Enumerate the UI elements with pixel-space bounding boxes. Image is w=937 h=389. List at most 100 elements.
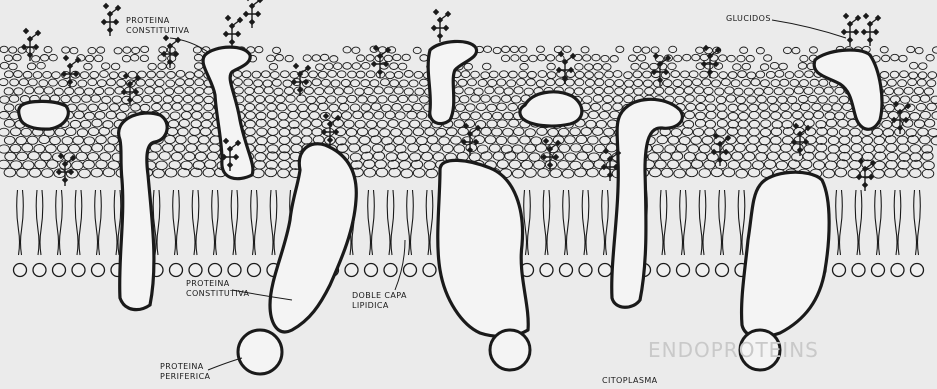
lipid-head xyxy=(267,111,277,119)
lipid-head xyxy=(191,120,201,128)
lipid-head xyxy=(337,71,346,78)
lipid-head xyxy=(57,144,68,152)
lipid-head xyxy=(925,119,935,127)
lipid-head xyxy=(205,160,216,169)
lipid-tail xyxy=(840,190,843,255)
lipid-tail xyxy=(586,190,589,255)
lipid-head xyxy=(97,47,105,53)
lipid-head xyxy=(634,88,643,95)
lipid-head xyxy=(559,144,570,152)
lipid-head xyxy=(592,127,602,135)
lipid-head xyxy=(278,169,290,178)
lipid-head xyxy=(301,120,311,128)
lipid-head xyxy=(517,79,526,86)
lipid-head xyxy=(774,88,783,95)
lipid-head xyxy=(378,96,387,103)
lipid-head xyxy=(92,119,102,127)
lipid-head xyxy=(13,54,21,61)
proteins xyxy=(19,41,882,374)
lipid-head xyxy=(805,71,814,78)
lipid-head xyxy=(303,55,311,62)
lipid-head xyxy=(471,71,480,78)
lipid-head xyxy=(571,144,582,152)
glucidos-unit xyxy=(562,75,568,81)
lipid-head xyxy=(737,55,745,62)
lipid-head xyxy=(174,87,183,94)
lipid-head xyxy=(339,103,349,111)
lipid-head xyxy=(615,80,624,87)
lipid-head xyxy=(307,96,316,103)
lipid-head xyxy=(14,71,23,78)
lipid-head xyxy=(172,103,182,111)
lipid-head xyxy=(511,96,520,103)
lipid-head xyxy=(657,136,668,144)
lipid-head xyxy=(297,95,306,102)
lipid-head xyxy=(683,120,693,128)
lipid-head xyxy=(54,88,63,95)
lipid-head xyxy=(325,63,333,70)
lipid-head xyxy=(875,152,886,160)
lipid-head xyxy=(44,87,53,94)
lipid-head xyxy=(613,71,622,78)
lipid-tail xyxy=(567,190,570,255)
lipid-head xyxy=(21,128,31,136)
lipid-head xyxy=(918,128,928,136)
lipid-tail xyxy=(251,190,254,255)
lipid-head xyxy=(495,87,504,94)
lipid-head xyxy=(19,79,28,86)
lipid-head xyxy=(95,55,103,62)
lipid-head xyxy=(737,136,748,144)
lipid-head xyxy=(403,104,413,112)
lipid-head xyxy=(915,47,923,53)
lipid-head xyxy=(0,128,9,136)
lipid-head xyxy=(492,128,502,136)
lipid-head xyxy=(685,95,694,102)
lipid-head xyxy=(40,152,51,160)
glucidos-unit xyxy=(323,113,329,119)
lipid-head xyxy=(624,87,633,94)
glucidos-unit xyxy=(707,69,713,75)
lipid-head xyxy=(112,96,121,103)
lipid-head xyxy=(771,80,780,87)
lipid-head-inner xyxy=(599,264,612,277)
lipid-tail xyxy=(898,190,901,255)
lipid-head xyxy=(171,152,182,160)
lipid-head xyxy=(716,96,725,103)
lipid-head xyxy=(505,152,516,160)
lipid-head xyxy=(616,46,624,52)
lipid-head xyxy=(520,63,528,70)
lipid-head xyxy=(328,70,337,77)
lipid-head xyxy=(173,95,182,102)
lipid-head xyxy=(299,111,309,119)
lipid-tail xyxy=(255,190,258,255)
lipid-head xyxy=(727,55,735,62)
lipid-head xyxy=(154,87,163,94)
lipid-head xyxy=(835,168,847,177)
lipid-tail xyxy=(602,190,605,255)
lipid-head xyxy=(42,169,54,178)
lipid-head xyxy=(279,136,290,144)
lipid-head xyxy=(451,136,462,144)
lipid-head xyxy=(111,63,119,70)
lipid-head xyxy=(120,104,130,112)
lipid-head xyxy=(84,63,92,70)
lipid-head xyxy=(143,95,152,102)
lipid-head xyxy=(575,79,584,86)
lipid-head xyxy=(388,95,397,102)
lipid-head xyxy=(577,152,588,160)
lipid-head xyxy=(357,55,365,62)
lipid-head xyxy=(803,112,813,120)
lipid-head xyxy=(370,80,379,87)
glucidos-unit xyxy=(101,19,107,25)
lipid-head xyxy=(673,80,682,87)
lipid-head xyxy=(649,168,661,177)
lipid-head xyxy=(628,55,636,62)
lipid-head xyxy=(417,111,427,119)
lipid-head xyxy=(153,169,165,178)
lipid-head xyxy=(109,72,118,79)
lipid-head xyxy=(159,152,170,160)
lipid-head xyxy=(738,104,748,112)
lipid-head xyxy=(246,112,256,120)
lipid-head xyxy=(717,104,727,112)
lipid-head xyxy=(487,104,497,112)
